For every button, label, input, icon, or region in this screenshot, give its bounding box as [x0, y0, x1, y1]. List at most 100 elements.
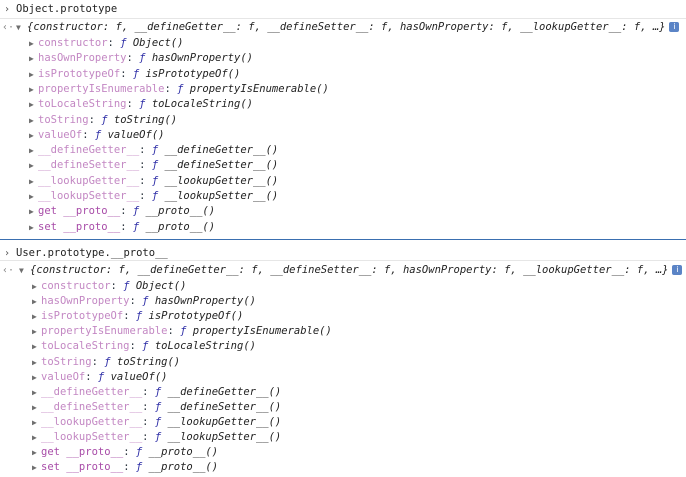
colon-separator: :	[142, 400, 155, 413]
property-entry: get __proto__: ƒ __proto__()	[41, 445, 218, 460]
collapsed-triangle-icon[interactable]: ▶	[32, 417, 37, 427]
collapsed-triangle-icon[interactable]: ▶	[32, 342, 37, 352]
property-entry: valueOf: ƒ valueOf()	[38, 128, 164, 143]
property-row[interactable]: ▶get __proto__: ƒ __proto__()	[0, 204, 686, 219]
collapsed-triangle-icon[interactable]: ▶	[32, 312, 37, 322]
property-key: toString	[38, 113, 89, 126]
collapsed-triangle-icon[interactable]: ▶	[29, 39, 34, 48]
function-keyword: ƒ	[94, 128, 102, 141]
property-entry: toLocaleString: ƒ toLocaleString()	[41, 339, 256, 354]
property-row[interactable]: ▶ valueOf: ƒ valueOf()	[0, 370, 686, 385]
property-row[interactable]: ▶propertyIsEnumerable: ƒ propertyIsEnume…	[0, 82, 686, 97]
collapsed-triangle-icon[interactable]: ▶	[32, 372, 37, 382]
collapsed-triangle-icon[interactable]: ▶	[29, 176, 34, 186]
property-key: toLocaleString	[38, 98, 127, 111]
property-row[interactable]: ▶ __defineSetter__: ƒ __defineSetter__()	[0, 158, 686, 173]
function-signature: __defineSetter__()	[167, 400, 282, 413]
property-row[interactable]: ▶constructor: ƒ Object()	[0, 279, 686, 294]
collapsed-triangle-icon[interactable]: ▶	[29, 207, 34, 217]
colon-separator: :	[142, 415, 155, 428]
property-row[interactable]: ▶ constructor: ƒ Object()	[0, 36, 686, 51]
property-entry: constructor: ƒ Object()	[38, 36, 183, 51]
function-keyword: ƒ	[139, 52, 146, 65]
collapsed-triangle-icon[interactable]: ▶	[32, 433, 37, 442]
collapsed-triangle-icon[interactable]: ▶	[29, 161, 34, 171]
property-row[interactable]: ▶propertyIsEnumerable: ƒ propertyIsEnume…	[0, 324, 686, 339]
collapsed-triangle-icon[interactable]: ▶	[32, 387, 37, 397]
expanded-triangle-icon[interactable]: ▼	[19, 266, 24, 275]
property-row[interactable]: ▶__defineGetter__: ƒ __defineGetter__()	[0, 143, 686, 158]
info-icon[interactable]: i	[669, 22, 680, 32]
function-signature: __lookupSetter__()	[167, 431, 282, 443]
object-summary[interactable]: {constructor: f, __defineGetter__: f, __…	[27, 20, 680, 35]
property-key: isPrototypeOf	[41, 310, 124, 323]
property-row[interactable]: ▶isPrototypeOf: ƒ isPrototypeOf()	[0, 67, 686, 82]
function-signature: __proto__()	[148, 446, 219, 459]
info-icon[interactable]: i	[672, 265, 683, 275]
colon-separator: :	[139, 144, 152, 157]
colon-separator: :	[120, 220, 133, 233]
function-signature: valueOf()	[110, 370, 168, 383]
function-keyword: ƒ	[101, 113, 108, 126]
colon-separator: :	[129, 295, 143, 308]
property-entry: __defineSetter__: ƒ __defineSetter__()	[41, 400, 281, 415]
collapsed-triangle-icon[interactable]: ▶	[32, 357, 37, 367]
property-row[interactable]: ▶toString: ƒ toString()	[0, 355, 686, 370]
collapsed-triangle-icon[interactable]: ▶	[32, 402, 37, 412]
collapsed-triangle-icon[interactable]: ▶	[29, 69, 34, 79]
console-command[interactable]: User.prototype.__proto__	[16, 247, 168, 259]
function-signature: hasOwnProperty()	[151, 52, 253, 65]
collapsed-triangle-icon[interactable]: ▶	[32, 282, 37, 291]
property-key: hasOwnProperty	[41, 295, 130, 308]
property-row[interactable]: ▶hasOwnProperty: ƒ hasOwnProperty()	[0, 294, 686, 309]
property-row[interactable]: ▶ get __proto__: ƒ __proto__()	[0, 445, 686, 460]
collapsed-triangle-icon[interactable]: ▶	[29, 130, 34, 140]
property-row[interactable]: ▶isPrototypeOf: ƒ isPrototypeOf()	[0, 309, 686, 324]
property-row[interactable]: ▶__lookupGetter__: ƒ __lookupGetter__()	[0, 415, 686, 430]
function-keyword: ƒ	[177, 82, 184, 95]
property-row[interactable]: ▶ toLocaleString: ƒ toLocaleString()	[0, 339, 686, 354]
property-row[interactable]: ▶__lookupGetter__: ƒ __lookupGetter__()	[0, 174, 686, 189]
property-row[interactable]: ▶set __proto__: ƒ __proto__()	[0, 220, 686, 235]
expanded-triangle-icon[interactable]: ▼	[16, 23, 21, 32]
function-keyword: ƒ	[123, 280, 130, 292]
colon-separator: :	[91, 355, 105, 368]
collapsed-triangle-icon[interactable]: ▶	[29, 115, 34, 125]
function-signature: Object()	[135, 280, 187, 292]
property-entry: valueOf: ƒ valueOf()	[41, 370, 167, 385]
property-key: __lookupSetter__	[38, 190, 140, 202]
object-summary[interactable]: {constructor: f, __defineGetter__: f, __…	[30, 263, 683, 278]
collapsed-triangle-icon[interactable]: ▶	[29, 222, 34, 232]
property-key: constructor	[41, 280, 111, 292]
collapsed-triangle-icon[interactable]: ▶	[29, 100, 34, 110]
property-row[interactable]: ▶__defineGetter__: ƒ __defineGetter__()	[0, 385, 686, 400]
property-key: __defineGetter__	[38, 144, 140, 157]
colon-separator: :	[139, 174, 152, 187]
property-key: constructor	[38, 37, 108, 49]
property-row[interactable]: ▶set __proto__: ƒ __proto__()	[0, 460, 686, 475]
collapsed-triangle-icon[interactable]: ▶	[32, 463, 37, 473]
console-command[interactable]: Object.prototype	[16, 3, 118, 15]
property-key: __lookupGetter__	[38, 174, 140, 187]
function-keyword: ƒ	[154, 415, 162, 428]
property-row[interactable]: ▶ valueOf: ƒ valueOf()	[0, 128, 686, 143]
collapsed-triangle-icon[interactable]: ▶	[29, 84, 34, 94]
collapsed-triangle-icon[interactable]: ▶	[29, 146, 34, 156]
collapsed-triangle-icon[interactable]: ▶	[32, 448, 37, 458]
property-row[interactable]: ▶toString: ƒ toString()	[0, 113, 686, 128]
function-keyword: ƒ	[142, 340, 149, 353]
property-row[interactable]: ▶toLocaleString: ƒ toLocaleString()	[0, 97, 686, 112]
collapsed-triangle-icon[interactable]: ▶	[32, 327, 37, 337]
collapsed-triangle-icon[interactable]: ▶	[29, 54, 34, 64]
property-row[interactable]: ▶__lookupSetter__: ƒ __lookupSetter__()	[0, 189, 686, 204]
property-row[interactable]: ▶__lookupSetter__: ƒ __lookupSetter__()	[0, 430, 686, 445]
function-signature: __defineGetter__()	[164, 144, 279, 157]
property-row[interactable]: ▶ __defineSetter__: ƒ __defineSetter__()	[0, 400, 686, 415]
property-key: __lookupSetter__	[41, 431, 143, 443]
result-prompt-icon: ‹·	[2, 265, 15, 276]
collapsed-triangle-icon[interactable]: ▶	[32, 297, 37, 307]
collapsed-triangle-icon[interactable]: ▶	[29, 192, 34, 201]
property-row[interactable]: ▶hasOwnProperty: ƒ hasOwnProperty()	[0, 51, 686, 66]
colon-separator: :	[126, 52, 140, 65]
property-entry: __defineSetter__: ƒ __defineSetter__()	[38, 158, 278, 173]
